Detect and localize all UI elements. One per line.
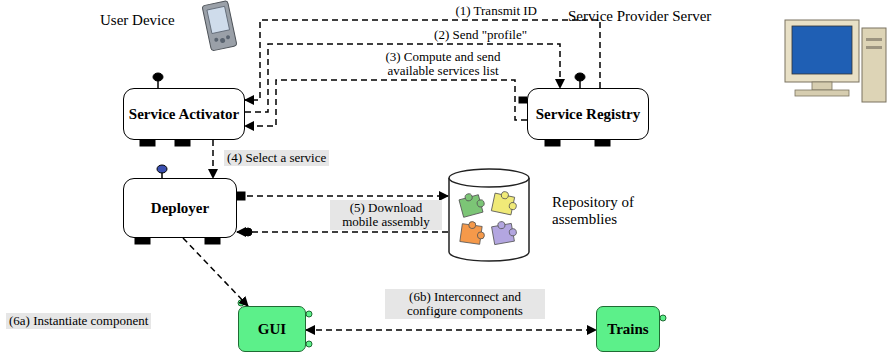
component-name: GUI [254, 321, 290, 338]
server-label: Service Provider Server [568, 8, 711, 25]
dashed-arrow [212, 140, 214, 178]
dashed-arrow [237, 231, 448, 233]
step-label: (1) Transmit ID [430, 3, 540, 19]
component-box: GUI [238, 306, 306, 352]
step-label: (3) Compute and send available services … [378, 49, 508, 79]
component-name: Service Registry [532, 106, 645, 123]
repository-cylinder: Repository of assemblies [448, 168, 530, 262]
step-label: (2) Send "profile" [390, 27, 530, 43]
dashed-arrow [306, 329, 596, 331]
dashed-arrow [237, 195, 448, 197]
step-label: (4) Select a service [224, 150, 329, 166]
component-box: Trains [596, 306, 660, 352]
repository-label: Repository of assemblies [552, 194, 652, 228]
pda-icon [202, 1, 237, 51]
cylinder-outline [448, 168, 530, 262]
step-label: (6a) Instantiate component [6, 313, 151, 329]
step-label: (6b) Interconnect and configure componen… [385, 289, 545, 319]
computer-icon [785, 20, 886, 102]
component-name: Service Activator [125, 106, 243, 123]
dashed-arrow [245, 80, 527, 126]
step-label: (5) Download mobile assembly [330, 200, 442, 230]
component-box: Service Registry [527, 88, 649, 140]
dashed-arrow [245, 44, 560, 112]
dashed-arrow [183, 238, 248, 306]
device-label: User Device [100, 12, 175, 29]
component-box: Service Activator [123, 88, 245, 140]
component-name: Trains [603, 321, 652, 338]
component-name: Deployer [147, 200, 213, 217]
component-box: Deployer [123, 178, 237, 238]
